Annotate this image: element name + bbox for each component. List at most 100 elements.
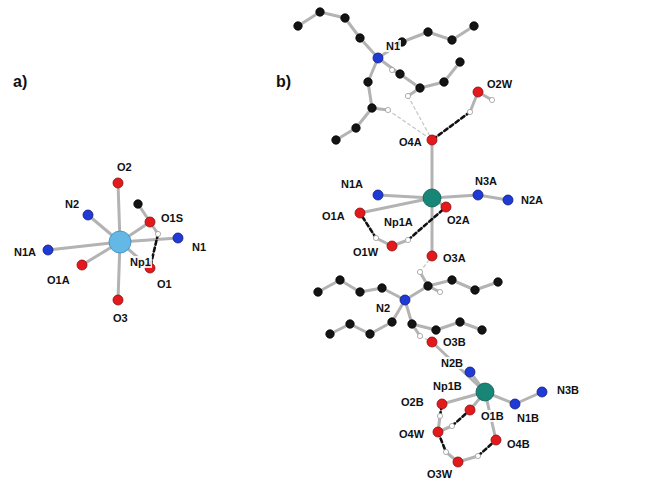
atom — [416, 84, 424, 92]
atom — [396, 70, 404, 78]
atom — [443, 449, 448, 454]
atom-label: O1W — [352, 246, 379, 258]
atom — [408, 320, 416, 328]
atom-label: O1 — [156, 278, 173, 290]
atom — [465, 367, 475, 377]
atom — [473, 87, 483, 97]
atom — [471, 286, 479, 294]
atom — [491, 435, 501, 445]
atom — [134, 200, 142, 208]
atom-label: N1 — [385, 40, 401, 52]
atom — [378, 284, 386, 292]
atom-label: Np1B — [432, 380, 463, 392]
atom-label: O4W — [398, 428, 425, 440]
atom — [503, 195, 513, 205]
atom-label: O2W — [486, 78, 513, 90]
atom-label: N1A — [340, 178, 364, 190]
atom — [373, 190, 383, 200]
atom-label: N2B — [440, 357, 464, 369]
atom — [388, 318, 396, 326]
atom-label: N2 — [64, 198, 80, 210]
atom — [470, 22, 478, 30]
atom — [465, 405, 475, 415]
atom-label: O4B — [506, 438, 531, 450]
atom — [424, 28, 432, 36]
atom-label: O1B — [480, 410, 505, 422]
atom — [467, 109, 472, 114]
atom — [355, 208, 365, 218]
atom — [448, 276, 456, 284]
atom — [43, 245, 53, 255]
atom — [109, 231, 131, 253]
atom — [437, 399, 447, 409]
atom — [155, 231, 160, 236]
atom — [478, 326, 486, 334]
atom-label: O2 — [116, 161, 133, 173]
atom-label: O3W — [426, 468, 453, 480]
atom — [433, 427, 443, 437]
atom — [83, 210, 93, 220]
atom — [387, 241, 397, 251]
atom — [389, 67, 394, 72]
atom — [366, 330, 374, 338]
atom — [405, 93, 410, 98]
atom — [456, 318, 464, 326]
atom-label: O3 — [112, 312, 129, 324]
atom — [417, 269, 422, 274]
atom — [145, 217, 155, 227]
atom — [356, 34, 364, 42]
atom — [448, 36, 456, 44]
atom — [494, 278, 502, 286]
atom-label: N1B — [516, 412, 540, 424]
contact-line — [408, 96, 432, 140]
atom — [173, 233, 183, 243]
atom — [510, 399, 520, 409]
atom — [364, 78, 372, 86]
atom — [453, 457, 463, 467]
atom — [437, 413, 442, 418]
atom-label: O3A — [442, 252, 467, 264]
atom — [427, 337, 437, 347]
atom — [427, 135, 437, 145]
atom — [424, 282, 432, 290]
atom — [373, 53, 383, 63]
atom — [475, 453, 480, 458]
atom — [489, 97, 494, 102]
atom — [427, 251, 437, 261]
bond — [432, 342, 485, 392]
atom — [314, 288, 322, 296]
atom — [385, 107, 390, 112]
atom-label: O4A — [398, 136, 423, 148]
atom — [294, 22, 302, 30]
atom — [332, 136, 340, 144]
atom — [473, 190, 483, 200]
hydrogen-bond — [432, 112, 470, 140]
atom — [440, 78, 448, 86]
atom — [336, 276, 344, 284]
atom — [113, 295, 123, 305]
atom-label: O1A — [46, 274, 71, 286]
atom — [537, 387, 547, 397]
atom — [341, 14, 349, 22]
atom-label: O2A — [446, 214, 471, 226]
atom — [400, 295, 410, 305]
atom-label: N1A — [13, 246, 37, 258]
atom — [423, 189, 441, 207]
atom — [77, 260, 87, 270]
atom-label: O3B — [442, 336, 467, 348]
atom — [476, 383, 494, 401]
atom — [441, 202, 451, 212]
atom-label: N1 — [191, 241, 207, 253]
atom — [316, 8, 324, 16]
panel-letter: b) — [275, 73, 292, 91]
atom — [373, 235, 378, 240]
atom-label: O1A — [321, 210, 346, 222]
atom-label: N2 — [375, 302, 391, 314]
atom — [346, 320, 354, 328]
atom — [356, 288, 364, 296]
atom — [432, 326, 440, 334]
atom — [326, 330, 334, 338]
panel-letter: a) — [12, 73, 28, 91]
